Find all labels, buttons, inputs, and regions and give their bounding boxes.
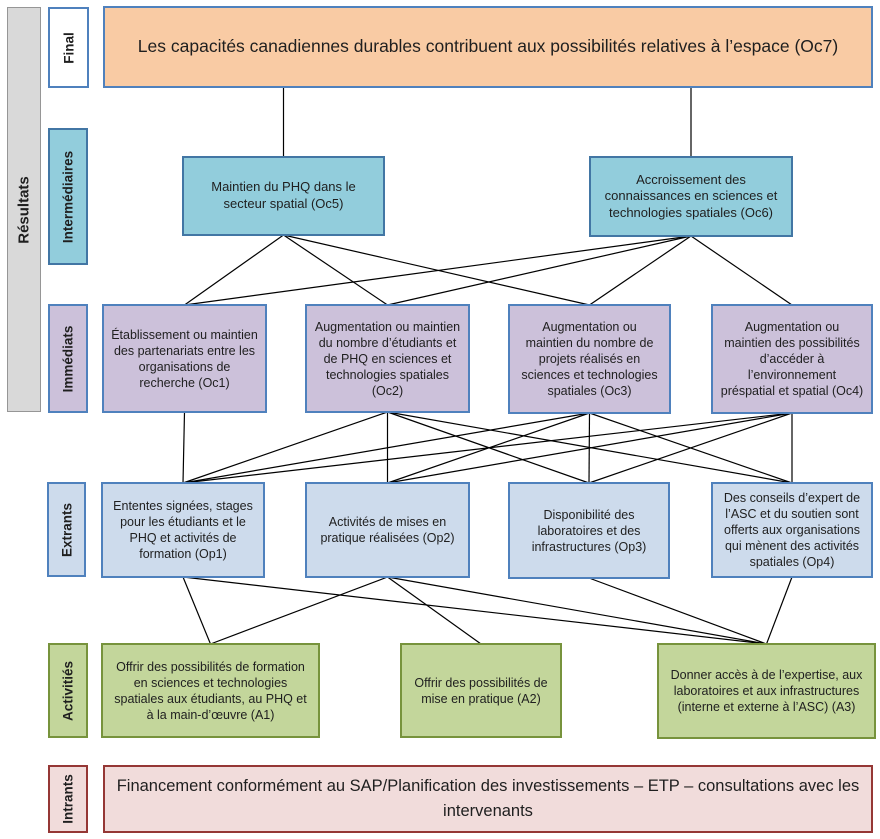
box-activity-a2: Offrir des possibilités de mise en prati… [400,643,562,738]
box-output-op3: Disponibilité des laboratoires et des in… [508,482,670,579]
row-label-extrants-text: Extrants [59,502,74,557]
row-label-extrants: Extrants [47,482,86,577]
box-final-outcome-oc7: Les capacités canadiennes durables contr… [103,6,873,88]
results-vertical-bar: Résultats [7,7,41,412]
box-activity-a1: Offrir des possibilités de formation en … [101,643,320,738]
box-immediate-oc1: Établissement ou maintien des partenaria… [102,304,267,413]
row-label-intermediaires-text: Intermédiaires [60,150,76,243]
box-output-op2: Activités de mises en pratique réalisées… [305,482,470,578]
box-output-op1: Ententes signées, stages pour les étudia… [101,482,265,578]
box-intermediate-oc6: Accroissement des connaissances en scien… [589,156,793,237]
row-label-intermediaires: Intermédiaires [48,128,88,265]
box-inputs: Financement conformément au SAP/Planific… [103,765,873,833]
row-label-final: Final [48,7,89,88]
box-output-op4: Des conseils d’expert de l’ASC et du sou… [711,482,873,578]
box-activity-a3: Donner accès à de l’expertise, aux labor… [657,643,876,739]
box-immediate-oc2: Augmentation ou maintien du nombre d’étu… [305,304,470,413]
row-label-immediats: Immédiats [48,304,88,413]
row-label-final-text: Final [61,31,76,64]
row-label-activites-text: Activitiés [60,660,76,721]
box-immediate-oc4: Augmentation ou maintien des possibilité… [711,304,873,414]
row-label-intrants: Intrants [48,765,88,833]
row-label-intrants-text: Intrants [60,774,76,824]
row-label-activites: Activitiés [48,643,88,738]
box-intermediate-oc5: Maintien du PHQ dans le secteur spatial … [182,156,385,236]
box-immediate-oc3: Augmentation ou maintien du nombre de pr… [508,304,671,414]
results-bar-label: Résultats [15,175,33,244]
row-label-immediats-text: Immédiats [60,325,76,392]
